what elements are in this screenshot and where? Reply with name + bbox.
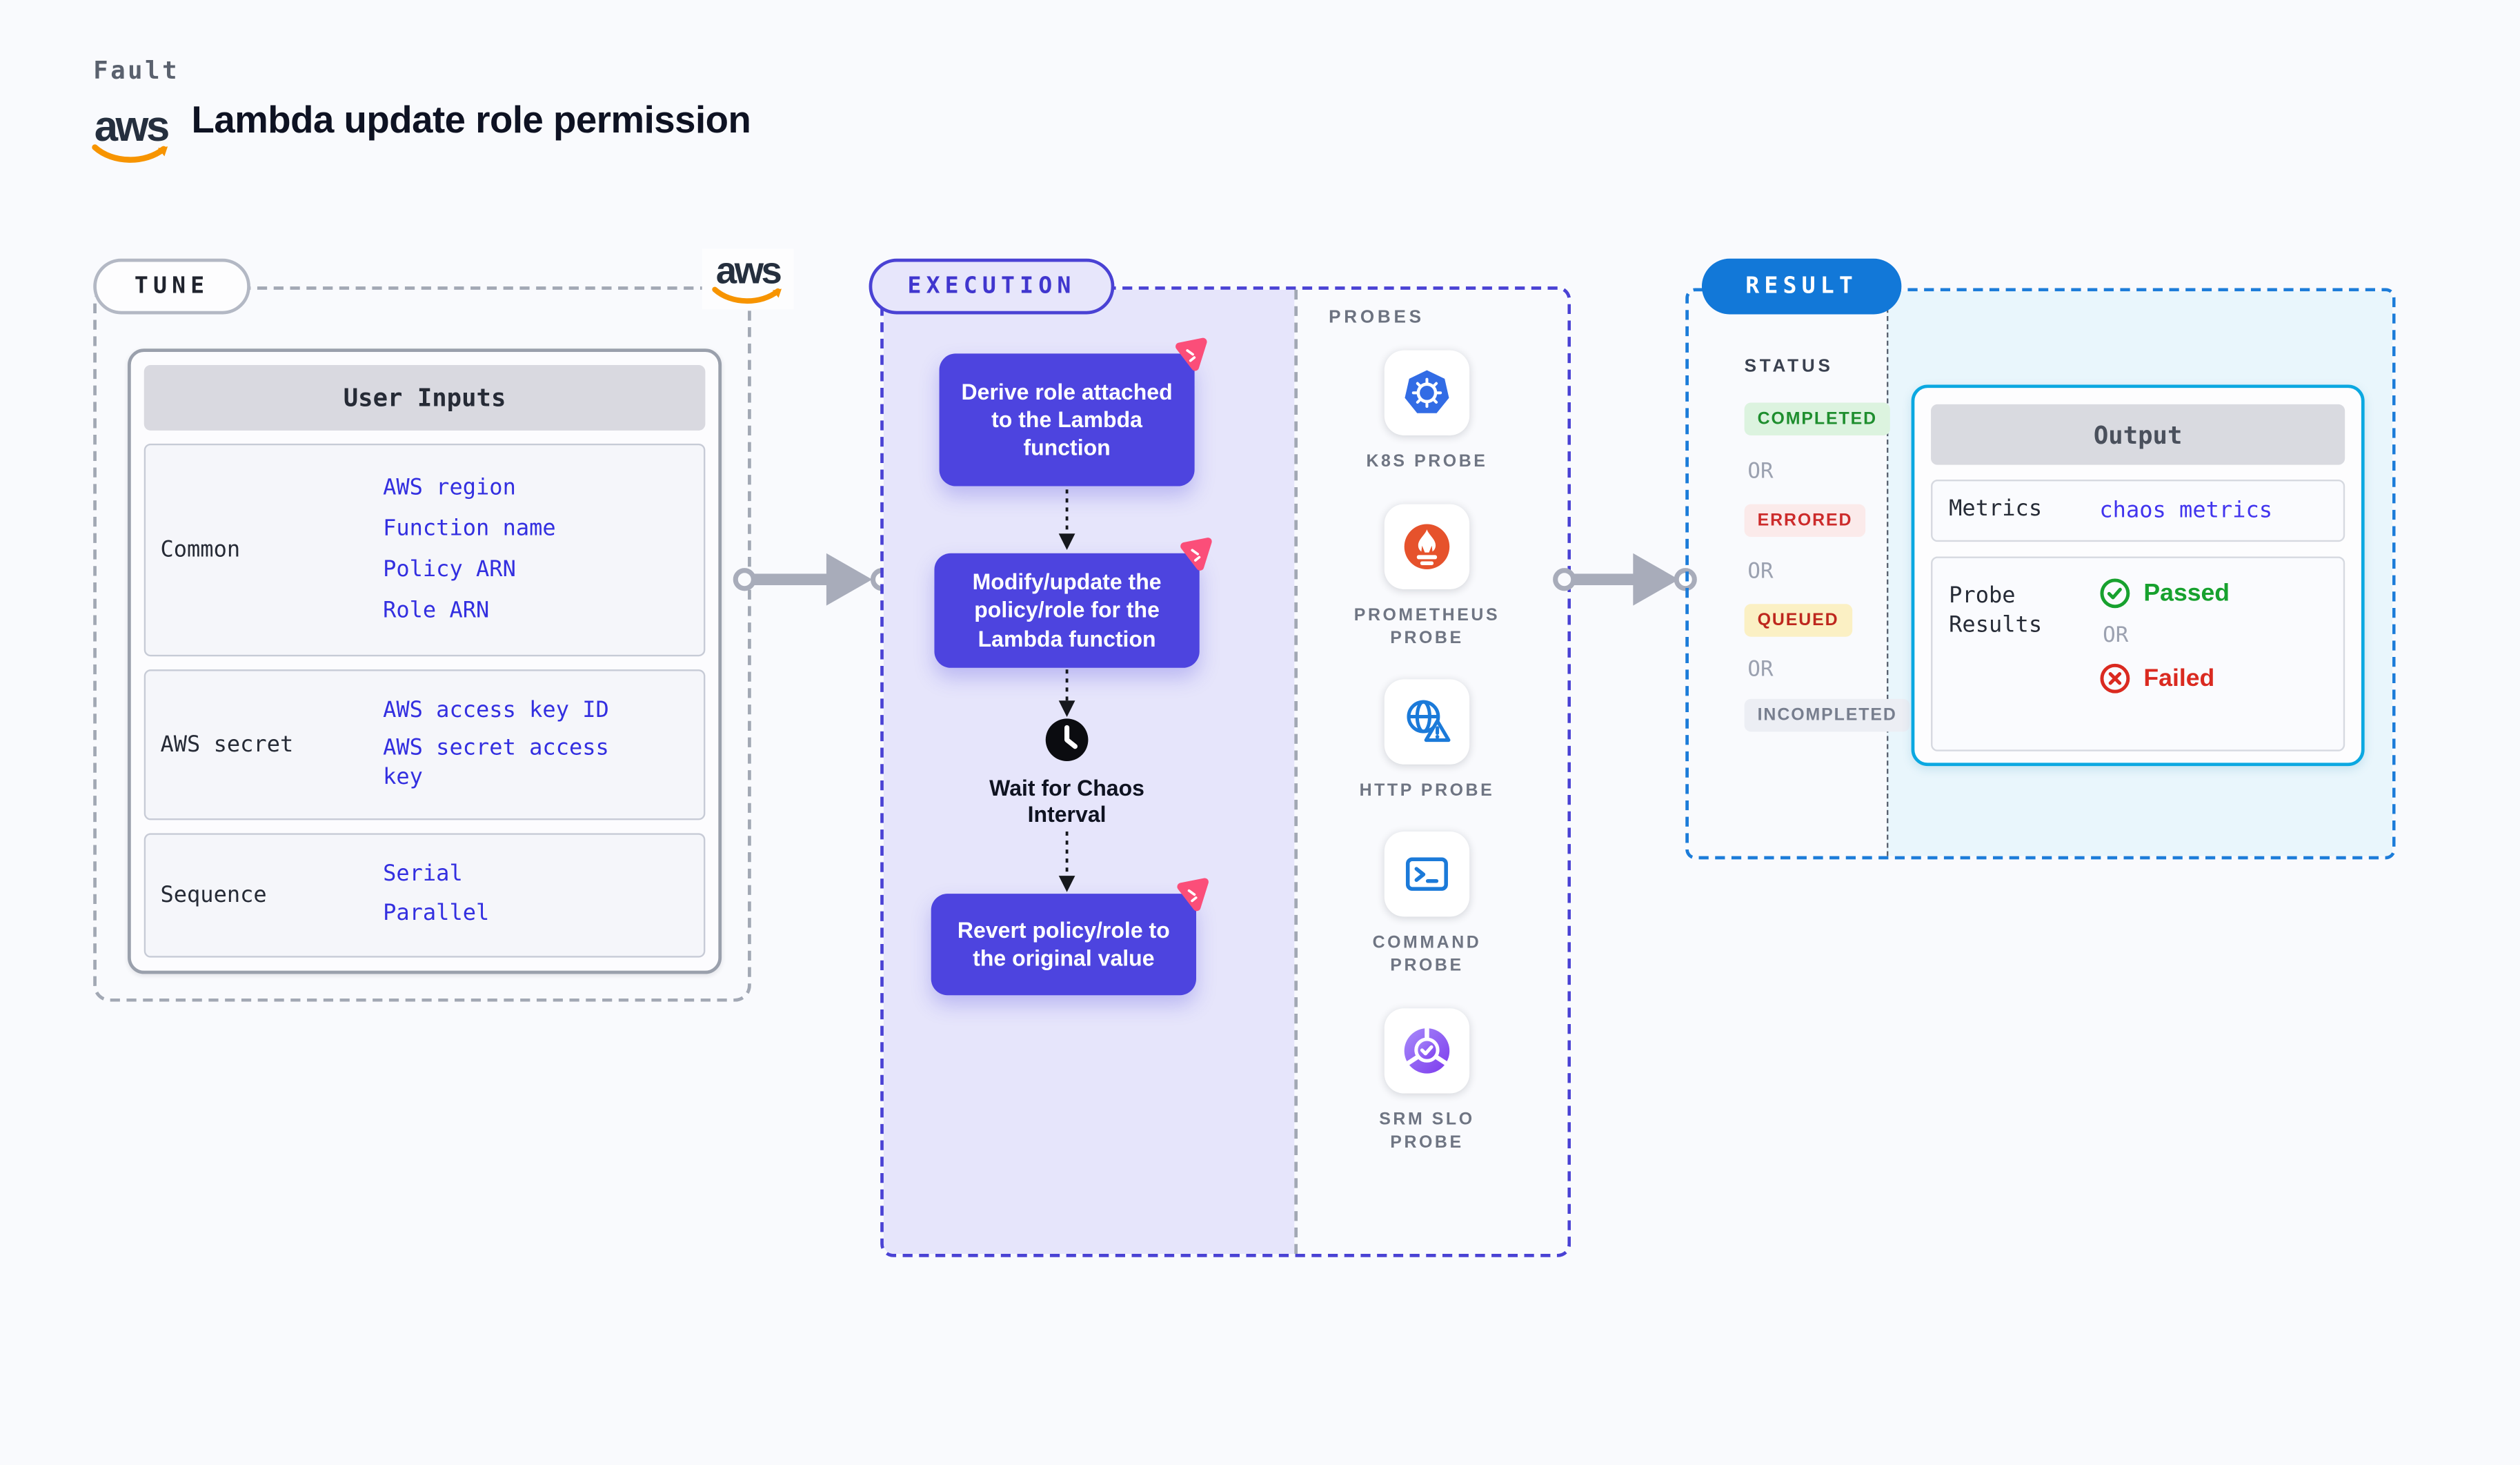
probe-label: COMMAND PROBE	[1372, 933, 1482, 976]
terminal-icon	[1384, 832, 1470, 917]
input-value: AWS secret access key	[383, 735, 609, 790]
passed-label: Passed	[2143, 579, 2230, 608]
wait-for-chaos-interval-label: Wait for Chaos Interval	[989, 776, 1144, 828]
probe-label: K8S PROBE	[1366, 451, 1488, 472]
chaos-scenario-pink-icon	[1177, 878, 1209, 912]
table-row-common: Common AWS region Function name Policy A…	[143, 443, 706, 657]
probe-label: PROMETHEUS PROBE	[1353, 605, 1500, 649]
tune-section-badge: TUNE	[93, 258, 250, 315]
probe-item-k8s: K8S PROBE	[1345, 350, 1509, 473]
input-value: Parallel	[383, 900, 490, 927]
probe-label: SRM SLO PROBE	[1379, 1110, 1475, 1153]
dotted-flow-arrow	[1058, 669, 1075, 717]
table-row-sequence: Sequence Serial Parallel	[143, 833, 706, 958]
metrics-label: Metrics	[1949, 496, 2043, 523]
probes-heading: PROBES	[1329, 307, 1425, 328]
user-inputs-table: User Inputs Common AWS region Function n…	[128, 348, 722, 974]
step-derive-role: Derive role attached to the Lambda funct…	[939, 337, 1207, 486]
output-probe-results-row: Probe Results Passed OR Failed	[1931, 556, 2345, 751]
input-value: Function name	[383, 515, 556, 542]
chaos-scenario-pink-icon	[1175, 337, 1207, 371]
user-inputs-header: User Inputs	[143, 364, 706, 431]
or-separator: OR	[2103, 623, 2129, 649]
slo-pie-check-icon	[1384, 1008, 1470, 1094]
status-badge-completed: COMPLETED	[1744, 402, 1891, 435]
aws-logo-small: aws	[702, 248, 794, 310]
status-badge-errored: ERRORED	[1744, 504, 1866, 538]
result-divider-line	[1887, 291, 1889, 856]
probe-item-command: COMMAND PROBE	[1345, 832, 1509, 978]
or-separator: OR	[1747, 460, 1774, 485]
kubernetes-icon	[1384, 350, 1470, 435]
probe-item-prometheus: PROMETHEUS PROBE	[1345, 504, 1509, 651]
or-separator: OR	[1747, 658, 1774, 683]
probe-results-label: Probe Results	[1949, 582, 2043, 638]
aws-logo: aws	[92, 105, 170, 166]
x-circle-icon	[2100, 663, 2130, 694]
row-label: Sequence	[160, 882, 267, 909]
probes-divider-line	[1294, 289, 1298, 1255]
output-panel: Output Metrics chaos metrics Probe Resul…	[1911, 384, 2365, 767]
aws-wordmark: aws	[94, 101, 170, 151]
or-separator: OR	[1747, 560, 1774, 584]
dotted-flow-arrow	[1058, 489, 1075, 551]
aws-smile-icon	[92, 144, 168, 163]
row-label: Common	[160, 537, 241, 563]
input-value: Serial	[383, 861, 463, 888]
result-section-badge: RESULT	[1701, 258, 1902, 315]
check-circle-icon	[2100, 578, 2130, 609]
arrow-tune-to-execution	[733, 553, 894, 606]
input-value: AWS access key ID	[383, 696, 609, 723]
status-heading: STATUS	[1744, 357, 1834, 377]
probe-item-http: HTTP PROBE	[1345, 679, 1509, 802]
table-row-aws-secret: AWS secret AWS access key ID AWS secret …	[143, 669, 706, 820]
fault-eyebrow-label: Fault	[93, 55, 180, 86]
clock-icon	[1045, 718, 1089, 762]
tune-section-container	[93, 286, 751, 1002]
step-modify-policy: Modify/update the policy/role for the La…	[934, 538, 1212, 668]
arrow-execution-to-result	[1553, 553, 1697, 606]
status-badge-incompleted: INCOMPLETED	[1744, 698, 1910, 732]
probe-label: HTTP PROBE	[1359, 780, 1495, 800]
prometheus-icon	[1384, 504, 1470, 589]
status-badge-queued: QUEUED	[1744, 604, 1852, 637]
aws-smile-icon	[712, 286, 782, 304]
globe-warning-icon	[1384, 679, 1470, 765]
failed-label: Failed	[2143, 665, 2215, 693]
metrics-value: chaos metrics	[2099, 498, 2273, 524]
execution-section-badge: EXECUTION	[869, 258, 1115, 315]
output-panel-header: Output	[1931, 404, 2345, 465]
chaos-scenario-pink-icon	[1180, 538, 1212, 571]
row-label: AWS secret	[160, 731, 294, 758]
input-value: Policy ARN	[383, 555, 516, 582]
step-revert-policy: Revert policy/role to the original value	[931, 878, 1209, 996]
dotted-flow-arrow	[1058, 832, 1075, 892]
probe-item-srm-slo: SRM SLO PROBE	[1345, 1008, 1509, 1154]
output-metrics-row: Metrics chaos metrics	[1931, 480, 2345, 542]
input-value: AWS region	[383, 473, 516, 500]
input-value: Role ARN	[383, 597, 490, 624]
page-title: Lambda update role permission	[191, 98, 751, 141]
